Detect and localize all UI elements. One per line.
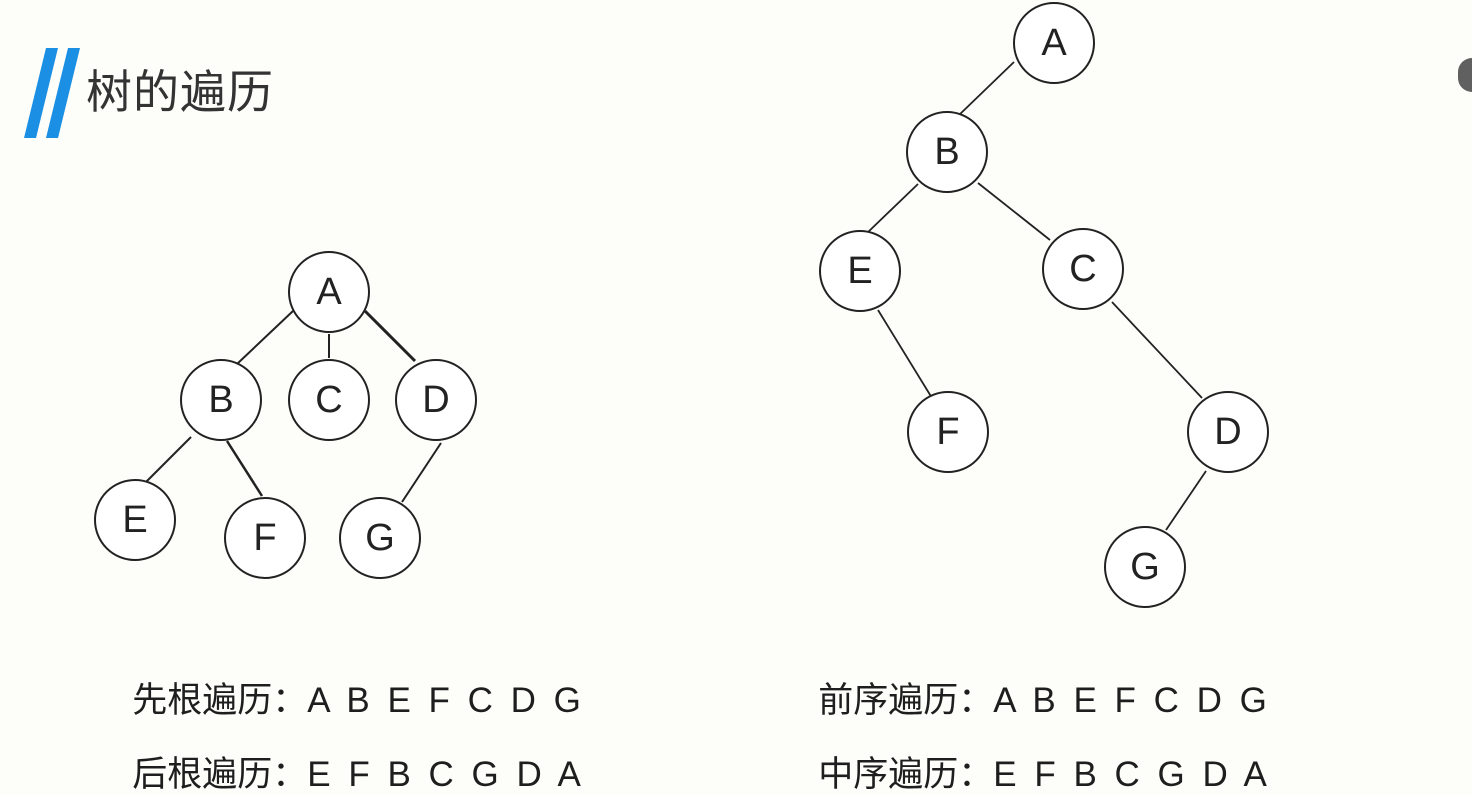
edge-tab — [1458, 58, 1472, 92]
edge-B-C-right — [977, 182, 1051, 241]
label-G: G — [365, 517, 395, 559]
caption-sequence: E F B C G D A — [993, 755, 1271, 794]
node-C-right — [1042, 228, 1124, 310]
caption-label: 先根遍历： — [132, 681, 308, 721]
left-tree-diagram: A B C D E F G A B E C F D G — [94, 2, 1269, 608]
caption-inorder: 中序遍历：E F B C G D A — [796, 722, 1271, 793]
page-title: 树的遍历 — [86, 65, 274, 119]
right-tree-nodes — [819, 2, 1269, 608]
node-G — [339, 497, 421, 579]
label-G-right: G — [1130, 546, 1160, 588]
caption-preorder-root: 先根遍历：A B E F C D G — [110, 648, 585, 719]
label-C-right: C — [1069, 248, 1096, 290]
caption-label: 中序遍历： — [818, 755, 994, 795]
edge-A-B-right — [957, 61, 1015, 117]
node-F — [224, 497, 306, 579]
label-C: C — [315, 379, 342, 421]
node-E-right — [819, 230, 901, 312]
edge-B-F — [225, 440, 264, 497]
label-D-right: D — [1214, 411, 1241, 453]
edge-A-D — [363, 309, 417, 363]
edge-C-D-right — [1111, 301, 1203, 399]
caption-label: 后根遍历： — [132, 755, 308, 795]
node-A-right — [1013, 2, 1095, 84]
label-E: E — [122, 499, 147, 541]
label-B: B — [208, 379, 233, 421]
left-tree-edges — [143, 309, 442, 503]
label-A: A — [316, 271, 342, 313]
edge-D-G — [401, 442, 442, 503]
caption-postorder-root: 后根遍历：E F B C G D A — [110, 722, 585, 793]
label-D: D — [422, 379, 449, 421]
label-A-right: A — [1041, 22, 1067, 64]
caption-preorder: 前序遍历：A B E F C D G — [796, 648, 1271, 719]
label-E-right: E — [847, 250, 872, 292]
caption-label: 前序遍历： — [818, 681, 994, 721]
node-B-right — [906, 111, 988, 193]
label-F-right: F — [936, 411, 959, 453]
caption-sequence: E F B C G D A — [307, 755, 585, 794]
caption-sequence: A B E F C D G — [993, 681, 1271, 720]
node-E — [94, 479, 176, 561]
title-accent-bars — [24, 48, 80, 138]
node-D — [395, 359, 477, 441]
right-tree-edges — [865, 61, 1207, 531]
edge-B-E — [143, 436, 192, 485]
right-tree-labels: A B E C F D G — [847, 22, 1241, 588]
left-tree-nodes — [94, 251, 477, 579]
edge-E-F-right — [877, 309, 933, 399]
edge-A-B — [236, 310, 294, 365]
node-G-right — [1104, 526, 1186, 608]
label-F: F — [253, 517, 276, 559]
node-D-right — [1187, 391, 1269, 473]
edge-B-E-right — [865, 183, 919, 235]
caption-sequence: A B E F C D G — [307, 681, 585, 720]
left-tree-labels: A B C D E F G — [122, 271, 449, 559]
label-B-right: B — [934, 131, 959, 173]
node-A — [288, 251, 370, 333]
edge-D-G-right — [1165, 470, 1207, 531]
node-B — [180, 359, 262, 441]
node-F-right — [907, 391, 989, 473]
node-C — [288, 359, 370, 441]
